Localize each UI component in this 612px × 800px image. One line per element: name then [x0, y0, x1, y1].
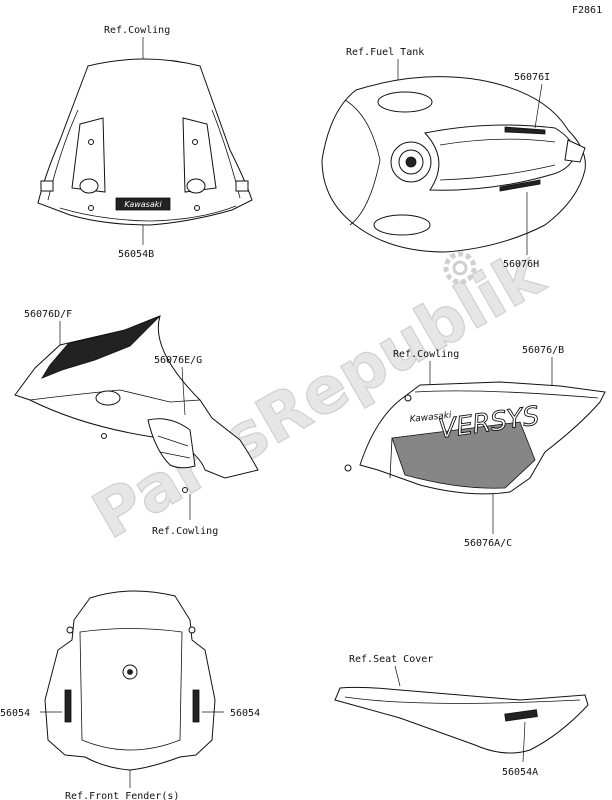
- fuel-tank-group: Ref.Fuel Tank 56076I 56076H: [321, 47, 586, 270]
- windshield-group: Ref.Cowling Kawasaki 56054B: [37, 25, 253, 260]
- fuel-tank-part-i: 56076I: [514, 72, 550, 83]
- seat-cover-part: [334, 686, 589, 754]
- front-fender-ref-label: Ref.Front Fender(s): [65, 791, 179, 800]
- seat-cover-ref-label: Ref.Seat Cover: [349, 654, 433, 665]
- front-fender-group: 56054 56054 Ref.Front Fender(s): [0, 590, 260, 800]
- right-cowling-group: Ref.Cowling 56076/B Kawasaki VERSYS 5607…: [344, 345, 606, 549]
- left-cowling-part-eg: 56076E/G: [154, 355, 202, 366]
- figure-code: F2861: [572, 5, 602, 16]
- front-fender-part-right: 56054: [230, 708, 260, 719]
- front-fender-part-left: 56054: [0, 708, 30, 719]
- left-cowling-part: [14, 315, 259, 479]
- right-cowling-pattern: [391, 421, 536, 489]
- gear-icon: [443, 251, 477, 285]
- left-cowling-ref-label: Ref.Cowling: [152, 526, 218, 537]
- windshield-decal: [115, 197, 171, 211]
- left-cowling-group: 56076D/F 56076E/G Ref.Cowling: [14, 309, 259, 537]
- right-cowling-decal-brand: Kawasaki: [409, 411, 452, 425]
- right-cowling-part-b: 56076/B: [522, 345, 564, 356]
- windshield-decal-text: Kawasaki: [124, 200, 162, 209]
- right-cowling-part-ac: 56076A/C: [464, 538, 512, 549]
- fuel-tank-part-h: 56076H: [503, 259, 539, 270]
- windshield-ref-label: Ref.Cowling: [104, 25, 170, 36]
- right-cowling-ref-label: Ref.Cowling: [393, 349, 459, 360]
- front-fender-part: [44, 590, 216, 771]
- seat-cover-group: Ref.Seat Cover 56054A: [334, 654, 589, 778]
- seat-cover-part-number: 56054A: [502, 767, 538, 778]
- left-cowling-part-df: 56076D/F: [24, 309, 72, 320]
- seat-cover-decal: [504, 709, 538, 722]
- fuel-tank-ref-label: Ref.Fuel Tank: [346, 47, 424, 58]
- windshield-part-number: 56054B: [118, 249, 154, 260]
